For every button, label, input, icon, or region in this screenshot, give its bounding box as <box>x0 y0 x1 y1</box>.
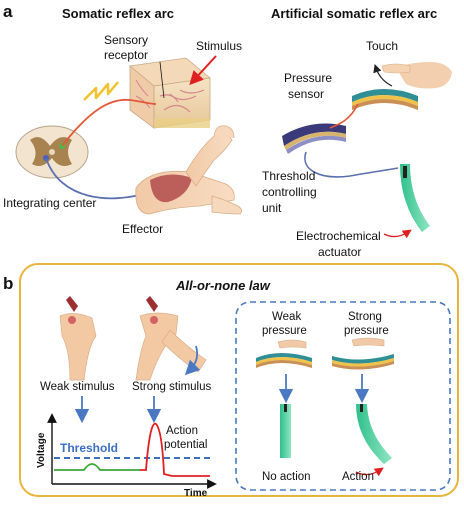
sensory-receptor-label-2: receptor <box>104 48 148 62</box>
weak-pressure-label-2: pressure <box>262 325 307 337</box>
integrating-center-label: Integrating center <box>3 196 96 210</box>
panel-b-letter: b <box>3 274 13 293</box>
threshold-unit-label-2: controlling <box>262 185 317 199</box>
artificial-response-box <box>235 301 451 491</box>
threshold-unit-icon <box>282 123 346 154</box>
strong-pressure-label-2: pressure <box>344 325 389 337</box>
action-potential-label-2: potential <box>164 439 207 451</box>
touch-motion-arrow <box>373 64 393 87</box>
pressure-sensor-label-1: Pressure <box>284 71 332 85</box>
pressure-sensor-label-2: sensor <box>288 87 324 101</box>
receptor-pointer <box>159 61 165 99</box>
weak-stimulus-leg-icon <box>59 296 97 381</box>
threshold-unit-label-3: unit <box>262 201 282 215</box>
unit-to-actuator-wire <box>304 151 399 178</box>
arm-icon <box>135 125 242 215</box>
law-title: All-or-none law <box>175 278 271 293</box>
afferent-nerve <box>61 98 157 147</box>
actuator-label-1: Electrochemical <box>296 229 381 243</box>
weak-pressure-label-1: Weak <box>272 311 301 323</box>
effector-label: Effector <box>122 222 163 236</box>
action-bend-arrow <box>355 467 384 477</box>
sensory-receptor-label-1: Sensory <box>104 33 148 47</box>
skin-block <box>129 57 211 129</box>
weak-stimulus-label: Weak stimulus <box>40 381 115 393</box>
strong-pressure-sensor-icon <box>332 337 394 370</box>
action-potential-label-1: Action <box>166 425 198 437</box>
action-label: Action <box>342 471 374 483</box>
pressure-sensor-icon <box>352 89 418 110</box>
weak-pressure-sensor-icon <box>256 339 312 368</box>
no-action-actuator-icon <box>280 404 291 458</box>
threshold-unit-label-1: Threshold <box>262 169 315 183</box>
left-title: Somatic reflex arc <box>62 6 174 21</box>
stimulus-arrow <box>189 55 217 86</box>
panel-a-letter: a <box>3 2 13 21</box>
kick-arrow <box>184 345 201 376</box>
touch-hand-icon <box>381 62 452 89</box>
actuator-bend-arrow <box>383 229 412 239</box>
actuator-icon <box>400 164 430 232</box>
strong-pressure-label-1: Strong <box>348 311 382 323</box>
voltage-axis-label: Voltage <box>36 432 47 468</box>
right-title: Artificial somatic reflex arc <box>271 6 437 21</box>
spinal-cord-icon <box>15 125 89 179</box>
stimulus-label: Stimulus <box>196 39 242 53</box>
time-axis-label: Time <box>184 488 208 499</box>
no-action-label: No action <box>262 471 311 483</box>
actuator-label-2: actuator <box>318 245 361 259</box>
sensor-to-unit-wire <box>329 103 359 129</box>
panel-b-frame <box>19 263 459 497</box>
action-actuator-icon <box>356 404 392 464</box>
nerve-signal-icon <box>83 81 119 101</box>
weak-response-curve <box>54 463 140 471</box>
strong-stimulus-label: Strong stimulus <box>132 381 212 393</box>
touch-label: Touch <box>366 39 398 53</box>
threshold-label: Threshold <box>60 441 118 455</box>
strong-stimulus-leg-icon <box>135 296 207 381</box>
action-potential-curve <box>140 422 210 477</box>
